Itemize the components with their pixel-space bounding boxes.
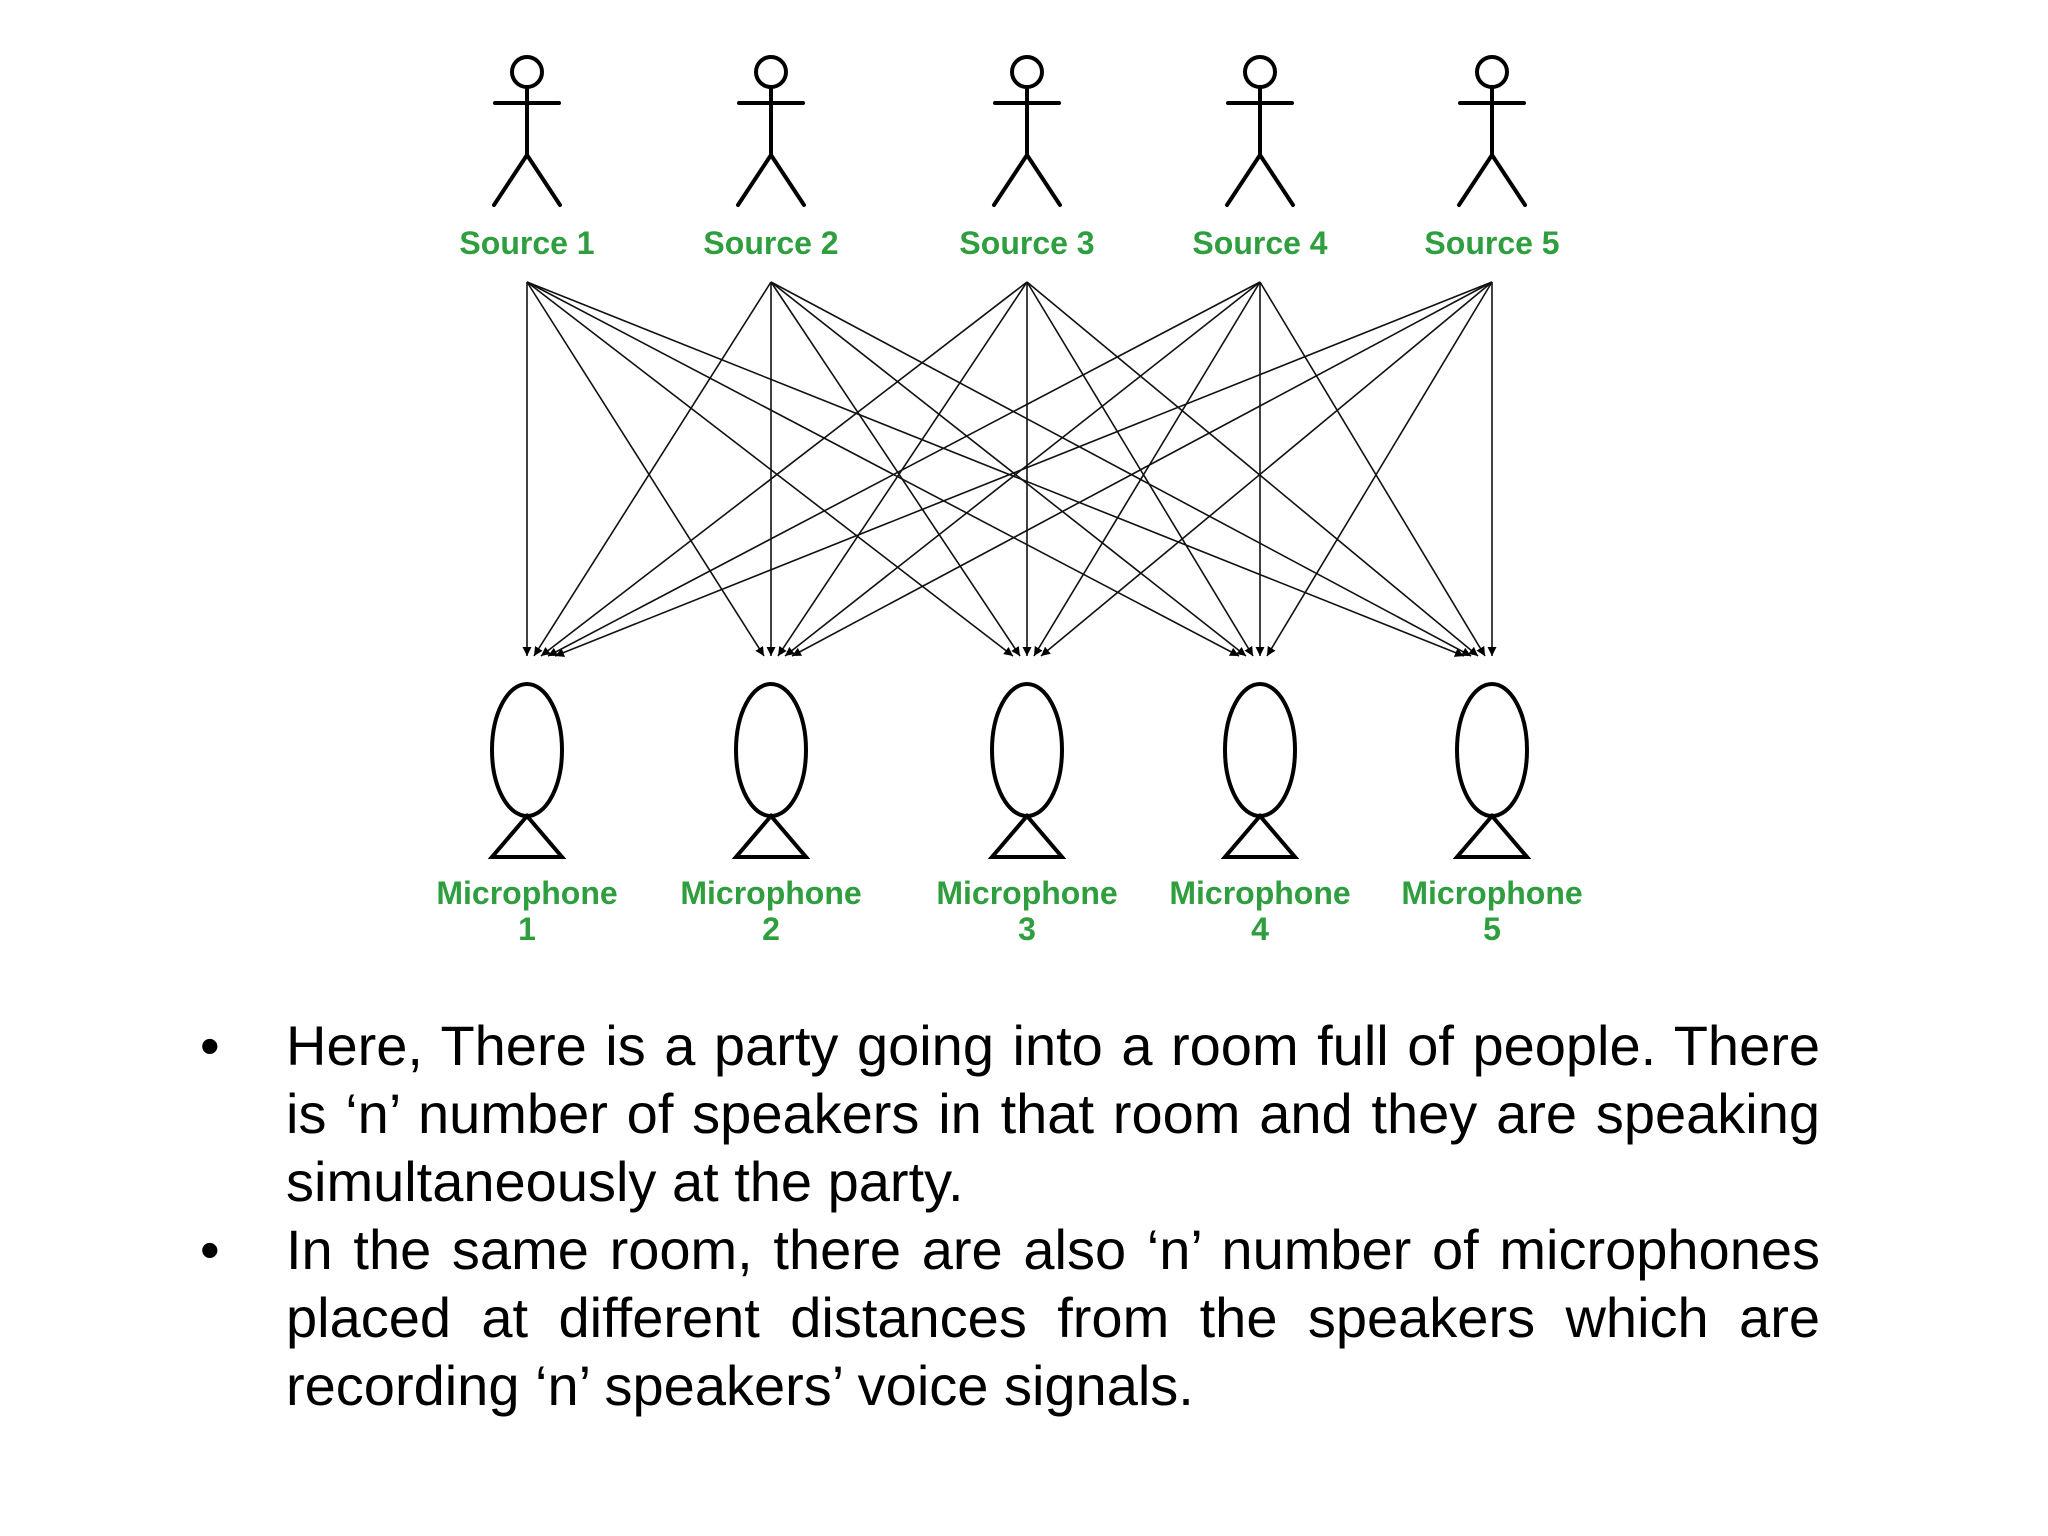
- microphone-label: Microphone: [1169, 875, 1350, 911]
- bullet-item: • Here, There is a party going into a ro…: [200, 1012, 1820, 1216]
- bullet-list: • Here, There is a party going into a ro…: [200, 1012, 1820, 1420]
- source-label: Source 1: [459, 225, 594, 261]
- signal-arrow: [1040, 281, 1493, 657]
- microphone-label: Microphone: [1401, 875, 1582, 911]
- source-1: Source 1: [459, 55, 595, 261]
- signal-arrow: [547, 281, 1261, 657]
- microphone-label: Microphone: [680, 875, 861, 911]
- signal-arrow: [533, 281, 772, 657]
- microphone-3: Microphone 3: [936, 682, 1118, 947]
- microphone-icon: [487, 682, 567, 859]
- signal-arrow: [554, 281, 1493, 657]
- signal-arrow: [540, 281, 1028, 657]
- source-2: Source 2: [703, 55, 839, 261]
- source-label: Source 5: [1424, 225, 1559, 261]
- signal-arrow: [1033, 281, 1261, 657]
- microphone-label: Microphone: [436, 875, 617, 911]
- signal-arrow: [770, 281, 1247, 657]
- bullet-item: • In the same room, there are also ‘n’ n…: [200, 1216, 1820, 1420]
- bullet-text: In the same room, there are also ‘n’ num…: [286, 1218, 1820, 1417]
- stick-figure-icon: [992, 55, 1062, 207]
- signal-arrow: [526, 281, 1465, 657]
- source-5: Source 5: [1424, 55, 1560, 261]
- microphone-icon: [1220, 682, 1300, 859]
- microphone-label: Microphone: [936, 875, 1117, 911]
- source-label: Source 4: [1192, 225, 1327, 261]
- signal-arrow: [791, 281, 1493, 657]
- microphone-icon: [987, 682, 1067, 859]
- stick-figure-icon: [736, 55, 806, 207]
- microphone-5: Microphone 5: [1401, 682, 1583, 947]
- signal-arrow: [526, 281, 1014, 657]
- source-3: Source 3: [959, 55, 1095, 261]
- microphone-number: 1: [518, 911, 536, 947]
- signal-arrow: [1026, 281, 1254, 657]
- stick-figure-icon: [1457, 55, 1527, 207]
- microphone-1: Microphone 1: [436, 682, 618, 947]
- signal-links: [522, 281, 1497, 657]
- source-label: Source 3: [959, 225, 1094, 261]
- signal-arrow: [770, 281, 1021, 657]
- microphone-icon: [731, 682, 811, 859]
- microphone-4: Microphone 4: [1169, 682, 1351, 947]
- microphone-icon: [1452, 682, 1532, 859]
- signal-arrow: [770, 281, 1472, 657]
- microphone-number: 2: [762, 911, 780, 947]
- source-4: Source 4: [1192, 55, 1328, 261]
- microphone-number: 3: [1018, 911, 1036, 947]
- signal-arrow: [526, 281, 765, 657]
- microphone-number: 4: [1251, 911, 1269, 947]
- signal-arrow: [526, 281, 1240, 657]
- microphone-2: Microphone 2: [680, 682, 862, 947]
- stick-figure-icon: [492, 55, 562, 207]
- signal-arrow: [1259, 281, 1486, 657]
- bullet-text: Here, There is a party going into a room…: [286, 1014, 1820, 1213]
- microphone-number: 5: [1483, 911, 1501, 947]
- bullet-marker: •: [200, 1014, 220, 1077]
- bullet-marker: •: [200, 1218, 220, 1281]
- signal-arrow: [1026, 281, 1479, 657]
- cocktail-party-diagram: Source 1 Source 2 Source 3 Source 4: [436, 55, 1583, 947]
- signal-arrow: [1266, 281, 1493, 657]
- source-label: Source 2: [703, 225, 838, 261]
- stick-figure-icon: [1225, 55, 1295, 207]
